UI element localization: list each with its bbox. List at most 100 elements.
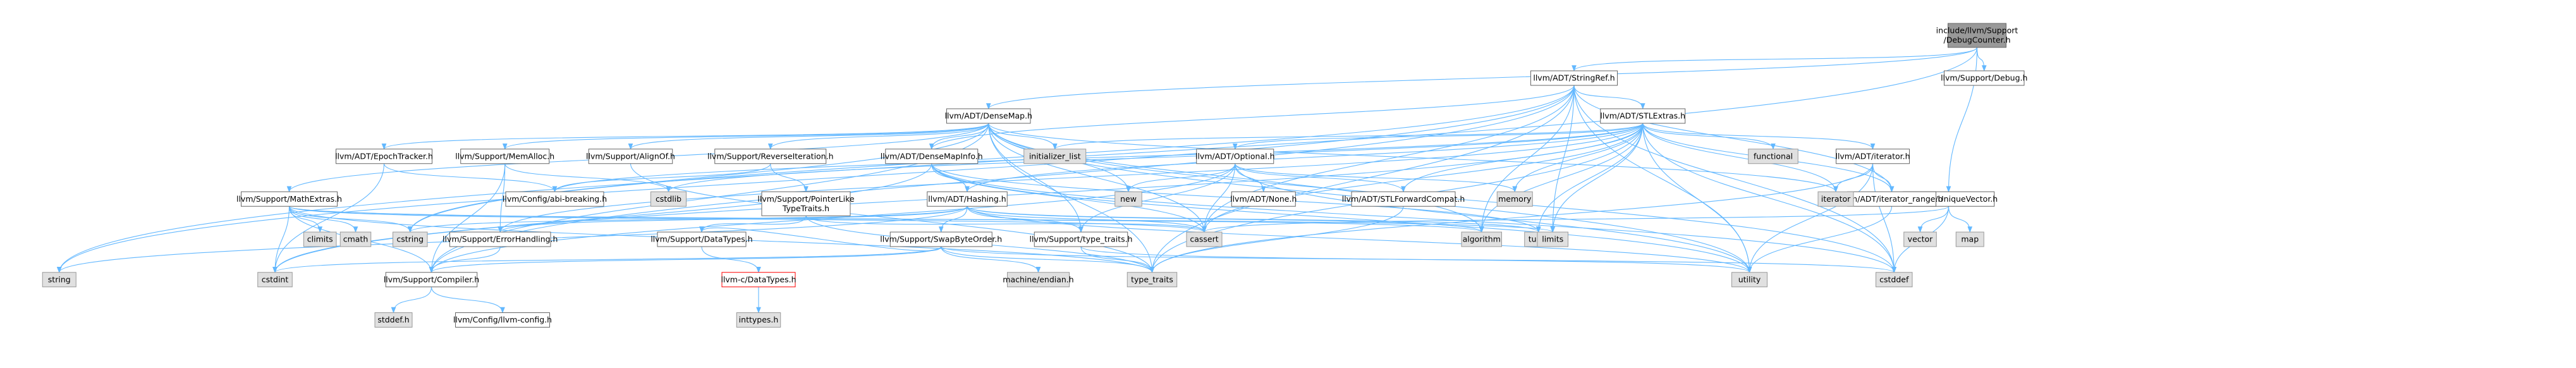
node-label: cstdint	[262, 274, 289, 284]
dependency-edge	[408, 85, 1575, 233]
node-label: initializer_list	[1029, 151, 1081, 161]
dependency-edge	[986, 47, 1978, 110]
dependency-edge	[288, 206, 358, 233]
node-abibreaking[interactable]: llvm/Config/abi-breaking.h	[503, 191, 607, 207]
node-label: llvm/Support/type_traits.h	[1029, 235, 1132, 244]
node-label: memory	[1498, 194, 1532, 204]
node-inttypes: inttypes.h	[736, 312, 781, 328]
node-label: llvm/ADT/DenseMap.h	[945, 111, 1032, 121]
node-cstring: cstring	[393, 231, 428, 247]
dependency-edge	[931, 163, 970, 193]
node-climits: climits	[303, 231, 337, 247]
node-typetraitsh[interactable]: llvm/Support/type_traits.h	[1029, 231, 1133, 247]
node-iteratorrange[interactable]: llvm/ADT/iterator_range.h	[1841, 191, 1943, 207]
dependency-edge	[988, 123, 1838, 193]
node-cdatatypes[interactable]: llvm-c/DataTypes.h	[721, 272, 797, 288]
node-reverseiter[interactable]: llvm/Support/ReverseIteration.h	[707, 149, 834, 164]
node-label: llvm/ADT/EpochTracker.h	[335, 151, 433, 161]
node-box	[761, 191, 851, 216]
node-label: /DebugCounter.h	[1943, 35, 2010, 45]
dependency-edge	[931, 163, 1207, 233]
dependency-edge	[1149, 163, 1874, 273]
dependency-edge	[57, 85, 1575, 273]
node-label: llvm/ADT/Optional.h	[1195, 151, 1275, 161]
node-optional[interactable]: llvm/ADT/Optional.h	[1195, 149, 1275, 164]
node-label: llvm/Support/MathExtras.h	[236, 194, 342, 204]
node-alignof[interactable]: llvm/Support/AlignOf.h	[586, 149, 675, 164]
node-errorhandling[interactable]: llvm/Support/ErrorHandling.h	[443, 231, 558, 247]
dependency-edge	[1235, 163, 1406, 193]
dependency-edges	[57, 47, 1987, 314]
node-stlfwd[interactable]: llvm/ADT/STLForwardCompat.h	[1342, 191, 1465, 207]
dependency-edge	[938, 206, 968, 233]
node-label: string	[48, 274, 71, 284]
dependency-edge	[1202, 85, 1575, 233]
node-label: llvm/Support/DataTypes.h	[650, 235, 752, 244]
dependency-edge	[1202, 205, 1950, 233]
dependency-edge	[988, 123, 1058, 150]
node-llvmconfig[interactable]: llvm/Config/llvm-config.h	[453, 312, 552, 328]
dependency-edge	[1535, 123, 1644, 233]
node-label: cmath	[343, 235, 369, 244]
dependency-edge	[805, 215, 1207, 233]
node-box	[1034, 231, 1128, 247]
node-box	[1023, 149, 1087, 164]
dependency-edge	[967, 205, 1541, 233]
node-mathextras[interactable]: llvm/Support/MathExtras.h	[236, 191, 342, 207]
dependency-edge	[1233, 123, 1644, 150]
dependency-edge	[1202, 123, 1644, 233]
node-none[interactable]: llvm/ADT/None.h	[1230, 191, 1297, 207]
dependency-edge	[1572, 47, 1978, 72]
node-box	[927, 191, 1008, 207]
node-box	[1731, 272, 1767, 288]
node-swapbyteorder[interactable]: llvm/Support/SwapByteOrder.h	[880, 231, 1002, 247]
node-box	[1114, 191, 1142, 207]
dependency-edge	[1872, 163, 1895, 193]
node-cstdint: cstdint	[257, 272, 293, 288]
dependency-edge	[1642, 123, 1752, 273]
node-label: cstdlib	[656, 194, 681, 204]
dependency-edge	[941, 246, 1041, 273]
node-densemapinfo[interactable]: llvm/ADT/DenseMapInfo.h	[881, 149, 983, 164]
dependency-edge	[967, 206, 1752, 273]
node-debug[interactable]: llvm/Support/Debug.h	[1941, 70, 2027, 86]
node-label: new	[1120, 194, 1137, 204]
node-stlextras[interactable]: llvm/ADT/STLExtras.h	[1600, 108, 1686, 124]
dependency-edge	[407, 123, 989, 233]
node-hashing[interactable]: llvm/ADT/Hashing.h	[927, 191, 1008, 207]
node-label: machine/endian.h	[1003, 274, 1073, 284]
node-root[interactable]: include/llvm/Support/DebugCounter.h	[1936, 23, 2018, 48]
node-box	[455, 312, 550, 328]
node-compiler[interactable]: llvm/Support/Compiler.h	[384, 272, 479, 288]
node-box	[1196, 149, 1274, 164]
dependency-edge	[1235, 163, 1752, 273]
dependency-edge	[408, 205, 968, 233]
node-epochtracker[interactable]: llvm/ADT/EpochTracker.h	[335, 149, 433, 164]
node-label: type_traits	[1131, 274, 1173, 284]
dependency-edge	[1917, 206, 1950, 233]
node-label: llvm-c/DataTypes.h	[721, 274, 796, 284]
node-box	[385, 272, 478, 288]
node-box	[303, 231, 337, 247]
node-box	[650, 191, 687, 207]
node-box	[1948, 23, 2006, 48]
dependency-edge	[1479, 85, 1575, 233]
dependency-edge	[1126, 163, 1236, 193]
dependency-edge	[430, 286, 505, 314]
dependency-edge	[967, 206, 1084, 233]
node-box	[1600, 108, 1686, 124]
node-datatypes[interactable]: llvm/Support/DataTypes.h	[650, 231, 753, 247]
node-label: llvm/ADT/STLForwardCompat.h	[1342, 194, 1465, 204]
node-stringref[interactable]: llvm/ADT/StringRef.h	[1530, 70, 1618, 86]
node-label: cstddef	[1879, 274, 1909, 284]
node-densemap[interactable]: llvm/ADT/DenseMap.h	[945, 108, 1032, 124]
node-label: llvm/Support/PointerLike	[757, 194, 854, 204]
node-label: llvm/ADT/Hashing.h	[928, 194, 1006, 204]
node-box	[1537, 231, 1568, 247]
node-adtiterator[interactable]: llvm/ADT/iterator.h	[1835, 149, 1910, 164]
node-memalloc[interactable]: llvm/Support/MemAlloc.h	[455, 149, 554, 164]
dependency-edge	[1946, 47, 1978, 193]
node-label: llvm/Config/abi-breaking.h	[503, 194, 607, 204]
node-box	[721, 272, 796, 288]
